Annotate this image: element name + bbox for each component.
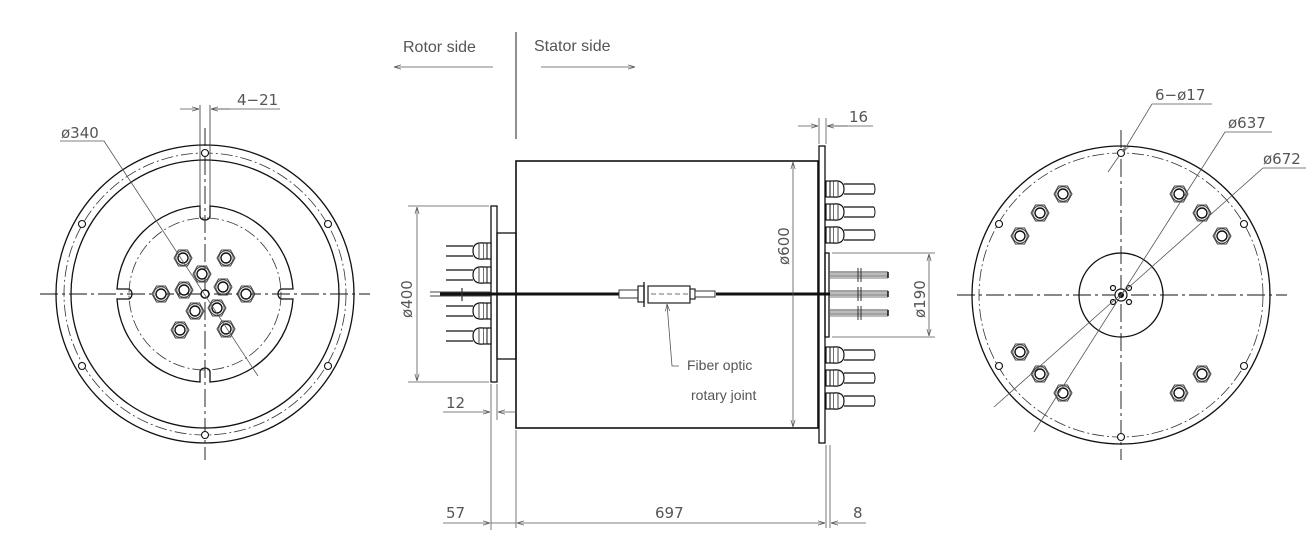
outer-672-leader — [993, 167, 1306, 408]
pcd-340-circle — [128, 217, 282, 371]
pcd-leader — [60, 140, 259, 377]
body-length-label: 697 — [655, 504, 684, 522]
body-dia-label: ø600 — [775, 227, 793, 265]
pcd-label: ø340 — [61, 124, 99, 142]
fiber-leader — [667, 304, 679, 367]
fiber-label-line2: rotary joint — [691, 387, 756, 403]
stator-boss — [1078, 252, 1164, 338]
rotor-flange-thk-label: 12 — [446, 394, 465, 412]
rotor-end-view: ø340 4−21 — [40, 91, 370, 460]
fiber-optic-rotary-joint — [618, 282, 716, 307]
rotor-ext-label: 57 — [446, 504, 465, 522]
inner-plate — [116, 205, 294, 383]
stator-gap-label: 8 — [853, 504, 863, 522]
stator-pin-bundles — [829, 267, 889, 321]
stator-boss-dia-label: ø190 — [911, 280, 929, 318]
holes-label: 6−ø17 — [1155, 86, 1205, 104]
mount-holes — [77, 148, 333, 440]
fiber-label-line1: Fiber optic — [687, 357, 752, 373]
orientation-labels: Rotor side Stator side — [394, 32, 635, 139]
outer-672-label: ø672 — [1263, 150, 1301, 168]
holes-leader-tail — [1107, 155, 1120, 173]
stator-side-label: Stator side — [534, 38, 611, 55]
rotor-hub — [496, 232, 517, 360]
pcd-637-label: ø637 — [1228, 114, 1266, 132]
flange-inner-edge — [70, 159, 340, 429]
holes-leader — [1123, 103, 1212, 152]
stator-end-view: 6−ø17 ø637 ø672 — [957, 86, 1306, 460]
slot-width-label: 4−21 — [237, 91, 278, 109]
outer-flange — [971, 145, 1271, 445]
pcd-637-leader — [1033, 131, 1272, 433]
outer-flange — [55, 144, 355, 444]
mount-holes — [994, 148, 1249, 442]
stator-flange-thk-label: 16 — [849, 108, 868, 126]
side-view: Fiber optic rotary joint ø40 — [398, 108, 935, 530]
rotor-flange-dia-label: ø400 — [398, 280, 416, 318]
rotor-side-label: Rotor side — [403, 39, 476, 56]
